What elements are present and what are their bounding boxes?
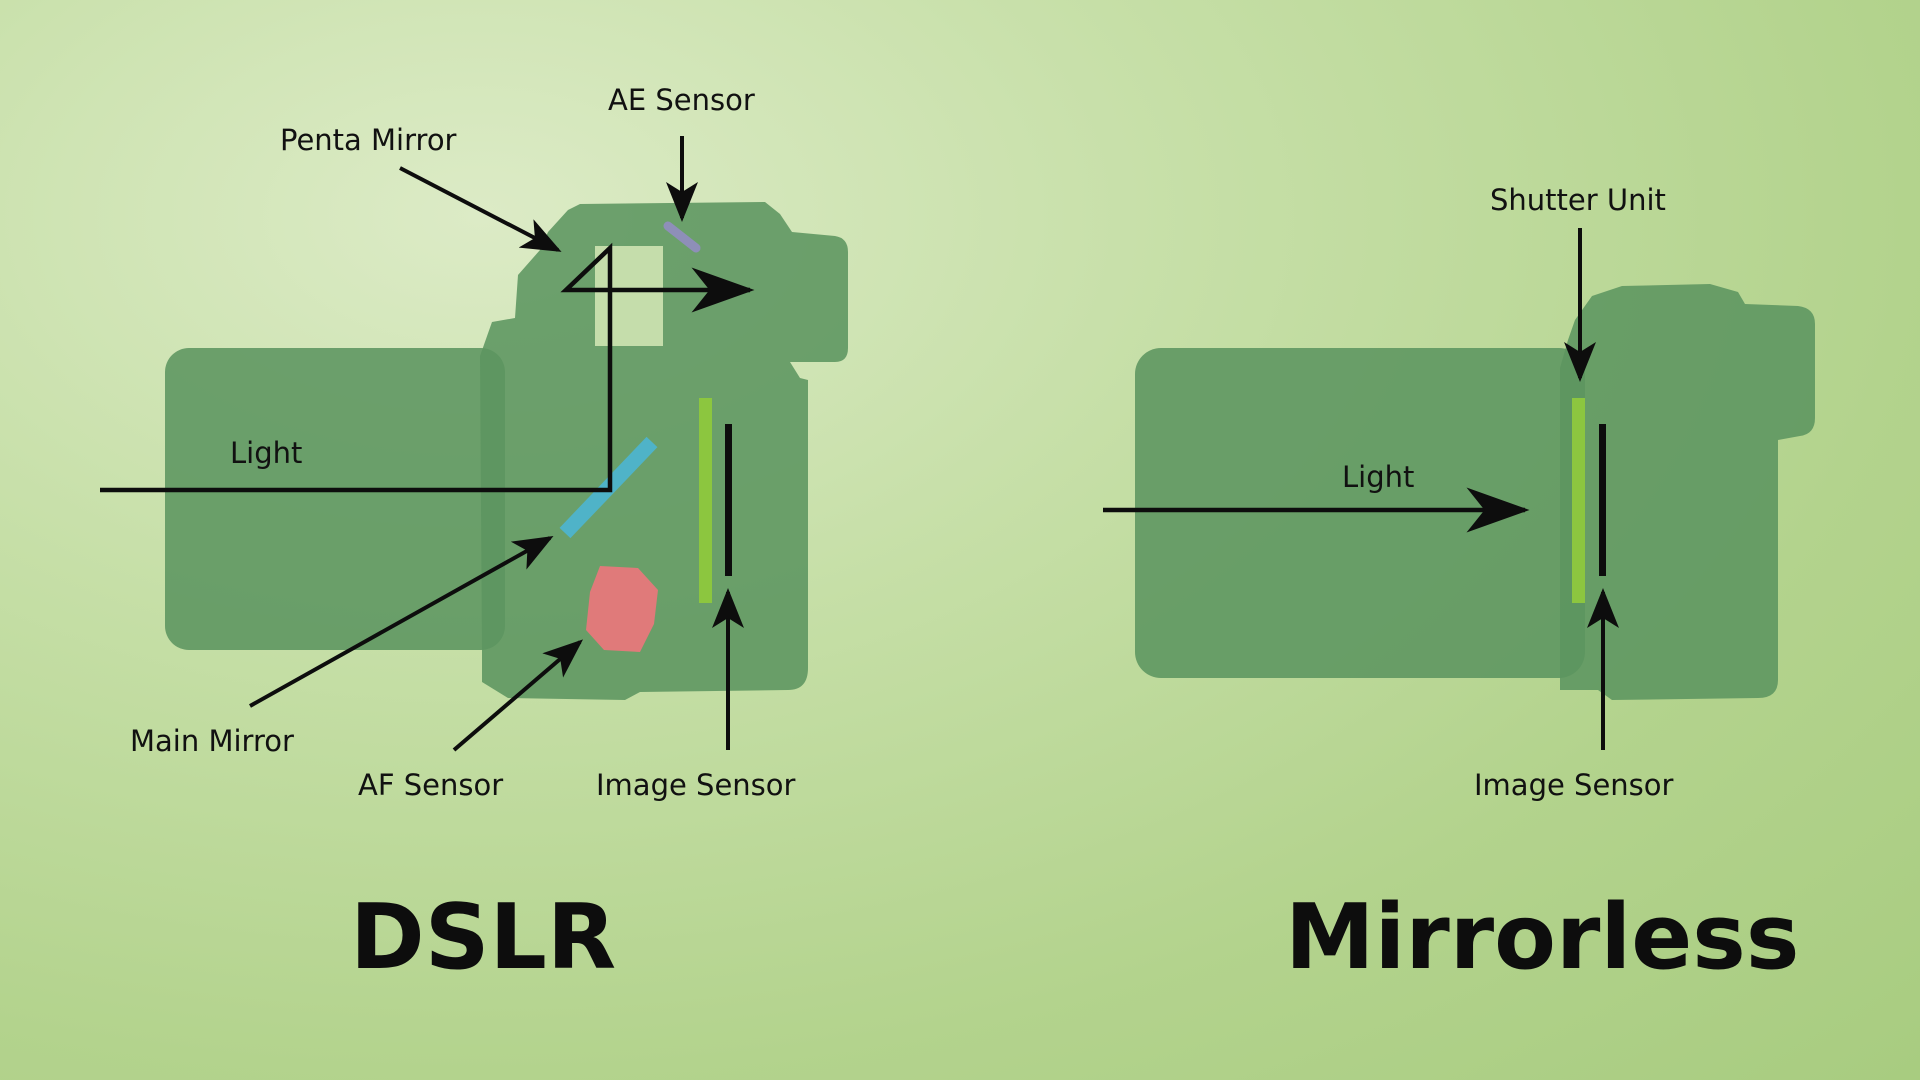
dslr-viewfinder-window bbox=[595, 246, 663, 346]
label-shutter-unit: Shutter Unit bbox=[1490, 183, 1666, 217]
dslr-lens bbox=[165, 348, 505, 650]
label-dslr-light: Light bbox=[230, 436, 302, 470]
af-sensor-pointer bbox=[452, 639, 584, 752]
dslr-af-sensor bbox=[586, 566, 658, 652]
label-dslr-image-sensor: Image Sensor bbox=[596, 768, 796, 802]
mirrorless-image-sensor bbox=[1599, 424, 1606, 576]
label-main-mirror: Main Mirror bbox=[130, 724, 294, 758]
mirrorless-lens bbox=[1135, 348, 1585, 678]
label-penta-mirror: Penta Mirror bbox=[280, 123, 457, 157]
dslr-camera-body bbox=[480, 202, 848, 700]
dslr-diagram: Penta Mirror AE Sensor Light Main Mirror… bbox=[100, 83, 848, 990]
dslr-shutter bbox=[699, 398, 712, 603]
mirrorless-title: Mirrorless bbox=[1285, 885, 1799, 990]
main-mirror-pointer bbox=[249, 536, 554, 708]
dslr-title: DSLR bbox=[350, 885, 616, 990]
mirrorless-shutter bbox=[1572, 398, 1585, 603]
dslr-light-path bbox=[100, 242, 755, 493]
label-mirrorless-light: Light bbox=[1342, 460, 1414, 494]
label-ae-sensor: AE Sensor bbox=[608, 83, 755, 117]
mirrorless-diagram: Shutter Unit Light Image Sensor Mirrorle… bbox=[1103, 183, 1815, 990]
dslr-ae-sensor bbox=[663, 221, 701, 253]
mirrorless-camera-body bbox=[1560, 284, 1815, 700]
label-mirrorless-image-sensor: Image Sensor bbox=[1474, 768, 1674, 802]
penta-mirror-pointer bbox=[399, 166, 562, 252]
dslr-image-sensor bbox=[725, 424, 732, 576]
label-af-sensor: AF Sensor bbox=[358, 768, 503, 802]
